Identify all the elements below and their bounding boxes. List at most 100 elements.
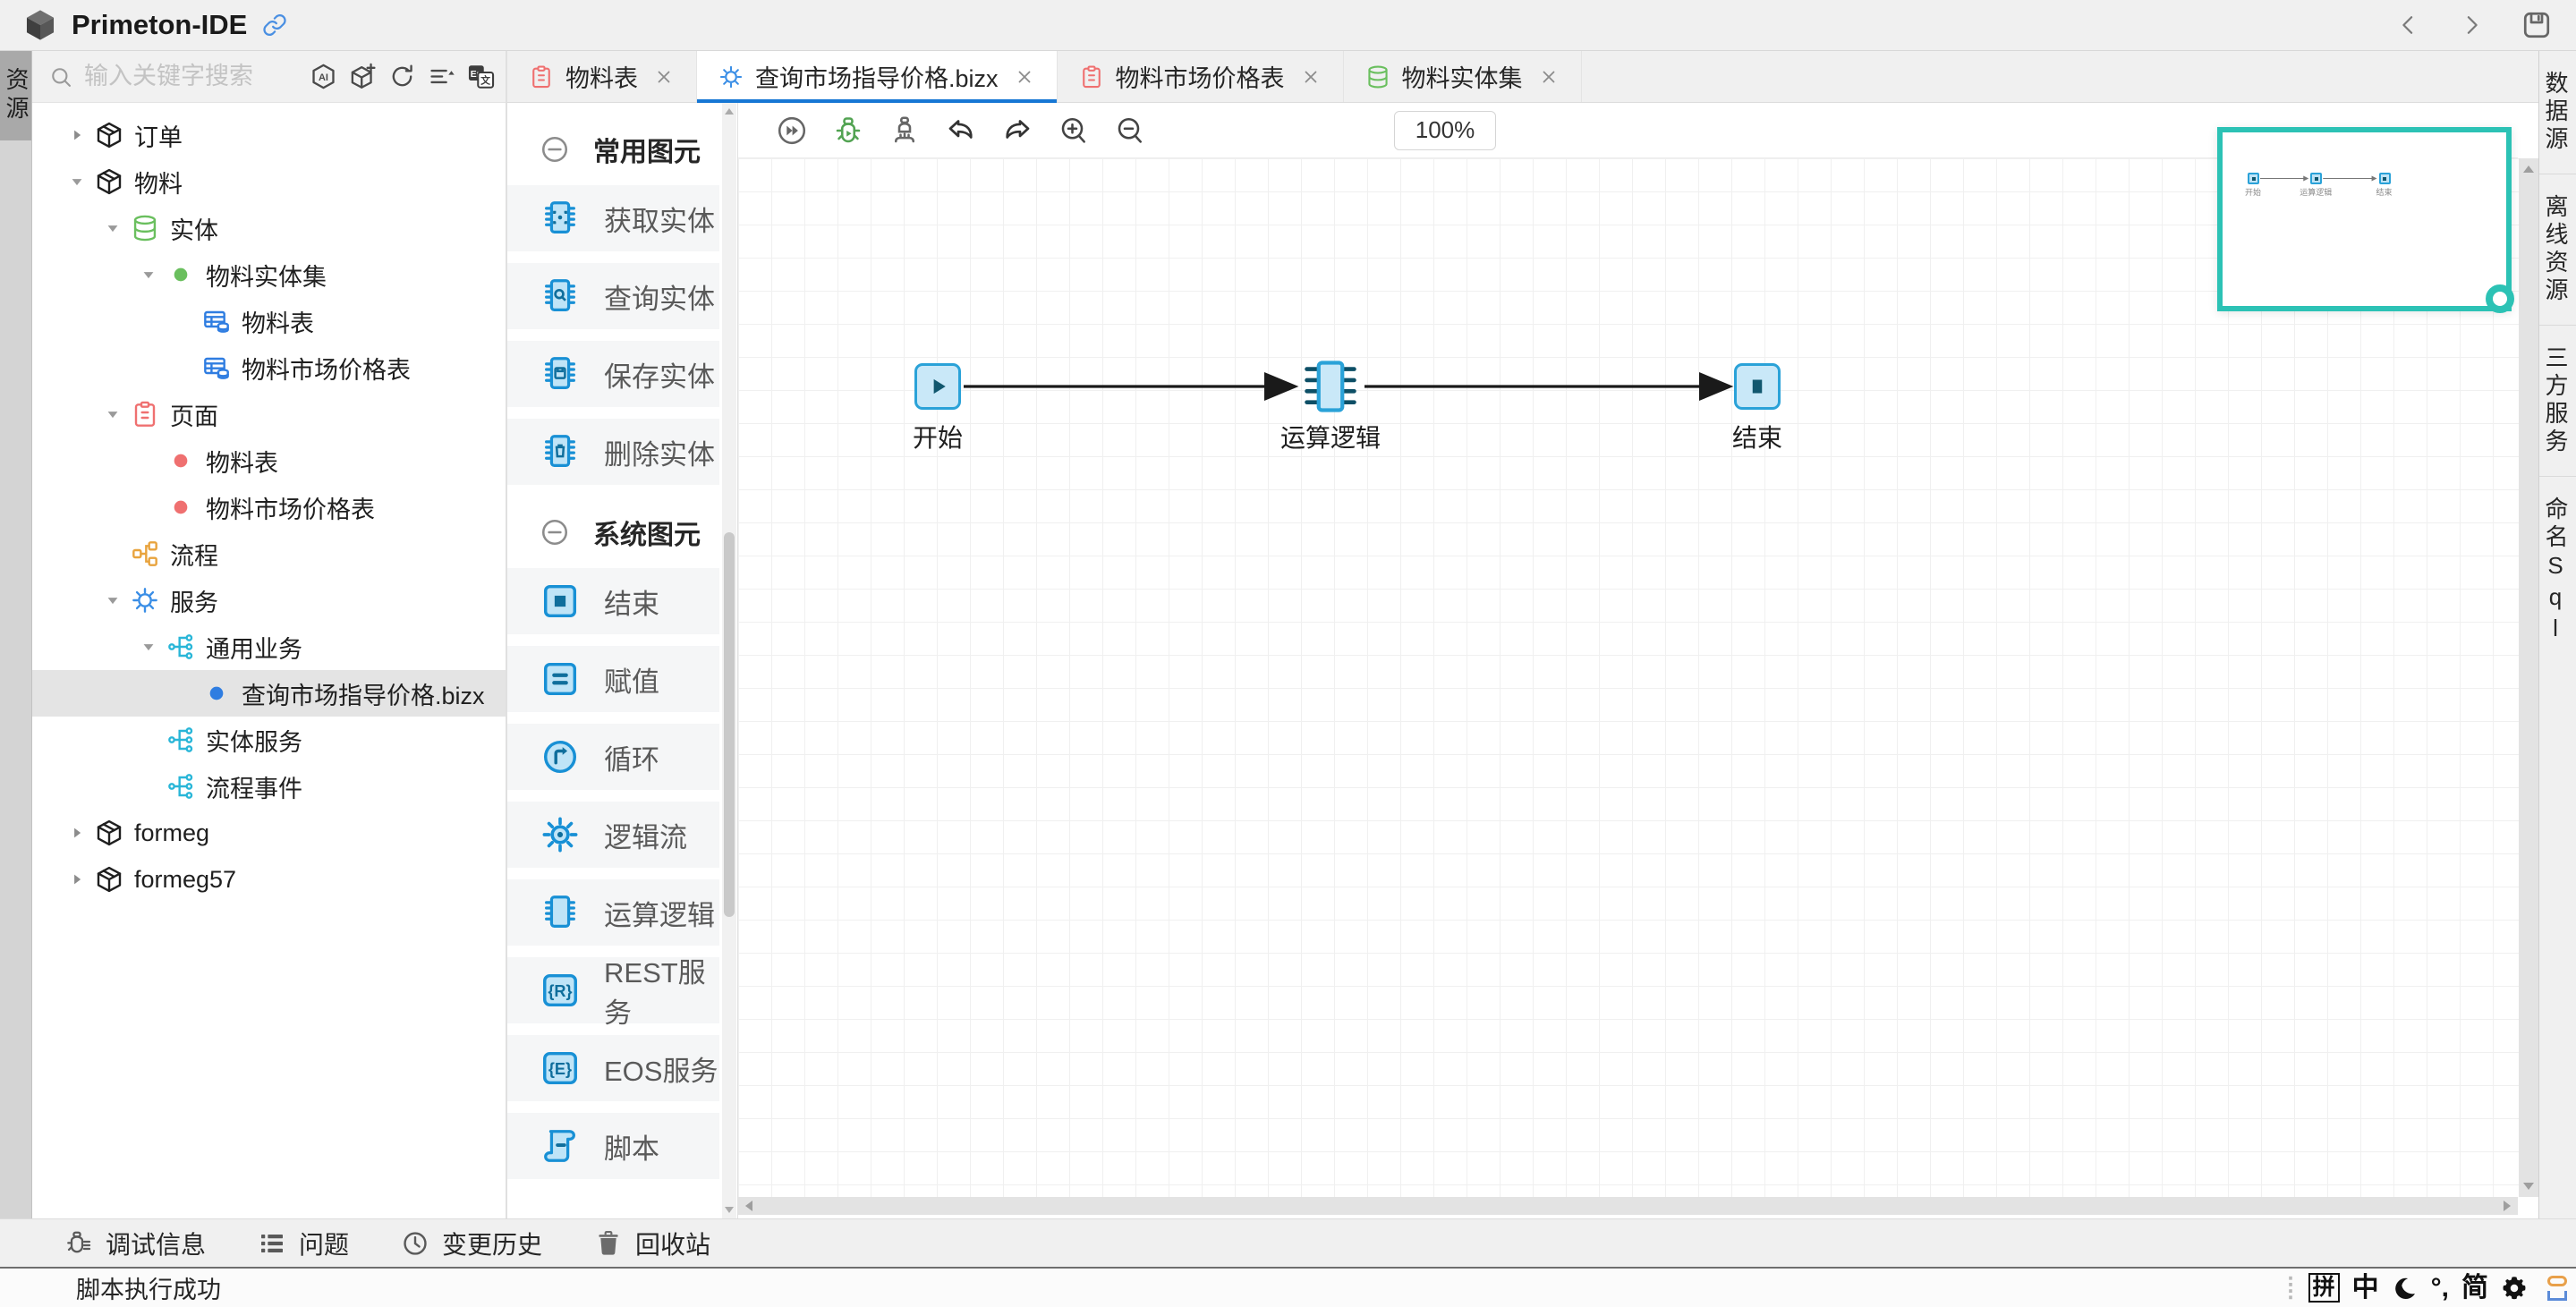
tree-item[interactable]: formeg57 <box>32 856 506 903</box>
tree-item[interactable]: 物料表 <box>32 298 506 344</box>
zoom-level-box[interactable]: 100% <box>1394 110 1496 150</box>
caret-down-icon[interactable] <box>104 405 131 423</box>
tree-item[interactable]: 订单 <box>32 112 506 158</box>
scroll-down-icon[interactable] <box>725 1207 734 1213</box>
palette-item[interactable]: 逻辑流 <box>507 802 719 868</box>
editor-tab[interactable]: 查询市场指导价格.bizx <box>697 51 1058 103</box>
run-icon[interactable] <box>776 115 808 147</box>
redo-icon[interactable] <box>1001 115 1033 147</box>
bug-step-icon[interactable] <box>888 115 921 147</box>
palette-item[interactable]: 赋值 <box>507 646 719 712</box>
grip-dots-icon[interactable] <box>2285 1273 2296 1303</box>
palette-item[interactable]: 循环 <box>507 724 719 790</box>
tree-item[interactable]: 流程事件 <box>32 763 506 810</box>
right-rail-tab[interactable]: 命名Sql <box>2539 476 2576 666</box>
palette-item[interactable]: {E}EOS服务 <box>507 1035 719 1101</box>
halfwidth-moon-icon[interactable] <box>2392 1275 2419 1302</box>
minus-circle-icon[interactable] <box>540 134 570 165</box>
canvas-grid[interactable] <box>738 158 2519 1197</box>
bottom-panel-item[interactable]: 调试信息 <box>64 1226 206 1261</box>
pinyin-badge[interactable]: 拼 <box>2308 1273 2340 1303</box>
editor-tab[interactable]: 物料表 <box>507 51 697 102</box>
vertical-scrollbar[interactable] <box>2519 158 2538 1197</box>
close-icon[interactable] <box>653 66 675 88</box>
palette-section-header[interactable]: 常用图元 <box>507 114 737 185</box>
bottom-panel-item[interactable]: 变更历史 <box>401 1226 542 1261</box>
palette-item[interactable]: 运算逻辑 <box>507 879 719 946</box>
refresh-icon[interactable] <box>388 63 416 90</box>
editor-tab[interactable]: 物料实体集 <box>1344 51 1582 102</box>
zoom-out-icon[interactable] <box>1114 115 1146 147</box>
save-icon[interactable] <box>2521 9 2553 41</box>
flow-node-logic[interactable] <box>1302 360 1359 413</box>
right-rail-tab[interactable]: 离线资源 <box>2539 174 2576 325</box>
flow-node-start[interactable] <box>914 363 961 410</box>
debug-bug-icon[interactable] <box>832 115 864 147</box>
caret-down-icon[interactable] <box>104 219 131 237</box>
punctuation-badge[interactable]: °, <box>2430 1272 2449 1303</box>
tree-item[interactable]: formeg <box>32 810 506 856</box>
sort-icon[interactable] <box>428 63 455 90</box>
palette-section-header[interactable]: 系统图元 <box>507 496 737 568</box>
flow-node-end[interactable] <box>1734 363 1781 410</box>
minus-circle-icon[interactable] <box>540 517 570 547</box>
palette-item[interactable]: 查询实体 <box>507 263 719 329</box>
back-chevron-icon[interactable] <box>2395 12 2422 38</box>
tree-item[interactable]: 流程 <box>32 530 506 577</box>
caret-right-icon[interactable] <box>68 824 95 842</box>
scroll-up-icon[interactable] <box>725 108 734 115</box>
caret-down-icon[interactable] <box>104 591 131 609</box>
palette-item[interactable]: {R}REST服务 <box>507 957 719 1029</box>
tree-item[interactable]: 页面 <box>32 391 506 437</box>
palette-item[interactable]: 脚本 <box>507 1113 719 1179</box>
scroll-left-icon[interactable] <box>745 1201 752 1211</box>
tree-item[interactable]: 通用业务 <box>32 624 506 670</box>
forward-chevron-icon[interactable] <box>2458 12 2485 38</box>
scroll-up-icon[interactable] <box>2523 165 2534 173</box>
close-icon[interactable] <box>1014 66 1035 88</box>
minimap[interactable]: 开始运算逻辑结束 <box>2217 127 2514 313</box>
palette-scrollbar[interactable] <box>722 103 736 1218</box>
palette-item[interactable]: 删除实体 <box>507 419 719 485</box>
tree-item[interactable]: 实体 <box>32 205 506 251</box>
tree-item[interactable]: 服务 <box>32 577 506 624</box>
minimap-resize-handle[interactable] <box>2486 284 2514 313</box>
tree-item[interactable]: 物料市场价格表 <box>32 484 506 530</box>
link-icon[interactable] <box>261 12 288 38</box>
simplified-badge[interactable]: 简 <box>2461 1272 2488 1303</box>
bottom-panel-item[interactable]: 回收站 <box>594 1226 710 1261</box>
caret-down-icon[interactable] <box>140 638 166 656</box>
caret-right-icon[interactable] <box>68 126 95 144</box>
caret-down-icon[interactable] <box>68 173 95 191</box>
flow-canvas[interactable]: 100% 开始运算逻辑结束 开始运算逻辑结束 <box>738 103 2538 1218</box>
scroll-down-icon[interactable] <box>2523 1183 2534 1190</box>
lang-zh-badge[interactable]: 中 <box>2351 1272 2379 1303</box>
palette-item[interactable]: 获取实体 <box>507 185 719 251</box>
zoom-in-icon[interactable] <box>1058 115 1090 147</box>
tree-item[interactable]: 物料实体集 <box>32 251 506 298</box>
tree-item[interactable]: 物料市场价格表 <box>32 344 506 391</box>
tree-item[interactable]: 物料表 <box>32 437 506 484</box>
horizontal-scrollbar[interactable] <box>738 1197 2518 1215</box>
tree-item[interactable]: 查询市场指导价格.bizx <box>32 670 506 717</box>
search-input[interactable] <box>82 62 301 91</box>
undo-icon[interactable] <box>945 115 977 147</box>
package-plus-icon[interactable] <box>349 63 377 90</box>
editor-tab[interactable]: 物料市场价格表 <box>1058 51 1344 102</box>
rail-tab-resources[interactable]: 资源 <box>0 51 31 140</box>
palette-item[interactable]: 保存实体 <box>507 341 719 407</box>
tree-item[interactable]: 实体服务 <box>32 717 506 763</box>
close-icon[interactable] <box>1300 66 1322 88</box>
caret-down-icon[interactable] <box>140 266 166 284</box>
scroll-thumb[interactable] <box>724 532 735 917</box>
palette-item[interactable]: 结束 <box>507 568 719 634</box>
bottom-panel-item[interactable]: 问题 <box>258 1226 349 1261</box>
close-icon[interactable] <box>1538 66 1560 88</box>
right-rail-tab[interactable]: 三方服务 <box>2539 325 2576 476</box>
caret-right-icon[interactable] <box>68 870 95 888</box>
ime-gear-icon[interactable] <box>2501 1275 2528 1302</box>
scroll-right-icon[interactable] <box>2504 1201 2511 1211</box>
tree-item[interactable]: 物料 <box>32 158 506 205</box>
right-rail-tab[interactable]: 数据源 <box>2542 71 2569 154</box>
